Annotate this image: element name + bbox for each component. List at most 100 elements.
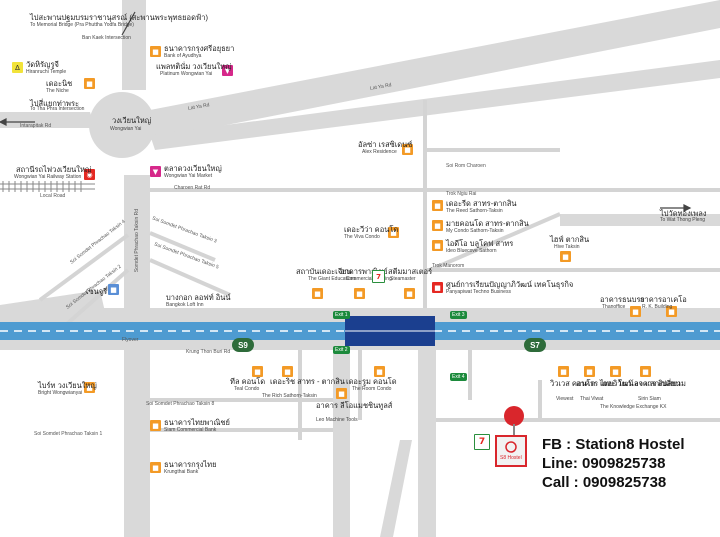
seven-eleven-icon: 7 bbox=[372, 270, 385, 283]
station-s7[interactable]: S7 bbox=[524, 338, 546, 352]
scb-icon: ■ bbox=[150, 420, 161, 431]
niche-en: The Niche bbox=[46, 88, 69, 94]
tha-phra-en: To Tha Phra Intersection bbox=[30, 106, 85, 112]
seven-eleven-icon-2: 7 bbox=[474, 434, 490, 450]
niche-th: เดอะนิช bbox=[46, 79, 73, 88]
memorial-bridge-label-th: ไปสะพานปฐมบรมราชานุสรณ์ (สะพานพระพุทธยอด… bbox=[30, 13, 208, 22]
tyre-icon: ■ bbox=[584, 366, 595, 377]
sirin-icon: ■ bbox=[640, 366, 651, 377]
alex-en: Alex Residence bbox=[362, 149, 397, 155]
cn-th: เซนจูรี่ bbox=[86, 287, 108, 296]
viewest-icon: ■ bbox=[558, 366, 569, 377]
rk-en: R. K. Building bbox=[642, 304, 673, 310]
commercial-th: อาคารพาณิชย์ bbox=[340, 267, 388, 276]
facebook-contact: FB : Station8 Hostel bbox=[542, 436, 685, 453]
trok-ngiu-label: Trok Ngiu Rai bbox=[446, 191, 477, 197]
bangkok-loft-th: บางกอก ลอฟท์ อินน์ bbox=[166, 293, 231, 302]
viva-en: The Viva Condo bbox=[344, 234, 380, 240]
alex-icon: ■ bbox=[402, 144, 413, 155]
bank-ayudhya-th: ธนาคารกรุงศรีอยุธยา bbox=[164, 44, 235, 53]
krung-thon-buri-label: Krung Thon Buri Rd bbox=[186, 349, 231, 355]
platinum-en: Platinum Wongwian Yai bbox=[160, 71, 213, 77]
bright-th: ไบร์ท วงเวียนใหญ่ bbox=[38, 381, 97, 390]
manorom-label: Trok Manorom bbox=[432, 263, 465, 269]
ideo-th: ไอดีโอ บลูโคฟ สาทร bbox=[446, 239, 514, 248]
exit-4[interactable]: Exit 4 bbox=[450, 373, 467, 381]
line-contact: Line: 0909825738 bbox=[542, 455, 666, 472]
ideo-icon: ■ bbox=[432, 240, 443, 251]
platinum-th: แพลทตินั่ม วงเวียนใหญ่ bbox=[156, 62, 232, 71]
hive-th: ไฮฟ์ ตากสิน bbox=[550, 235, 590, 244]
tha-phra-th: ไปสี่แยกท่าพระ bbox=[30, 99, 80, 108]
wat-thong-en: To Wat Thong Pleng bbox=[660, 217, 706, 223]
ban-khaek-label: Ban Kaek Intersection bbox=[82, 35, 131, 41]
viva-icon: ■ bbox=[388, 227, 399, 238]
station-s9[interactable]: S9 bbox=[232, 338, 254, 352]
railway-en: Wongwian Yai Railway Station bbox=[14, 174, 82, 180]
thanoffice-en: Thanoffice bbox=[602, 304, 626, 310]
circle-th: วงเวียนใหญ่ bbox=[112, 116, 152, 125]
hostel-pin-icon[interactable] bbox=[494, 404, 530, 468]
room-th: เดอะรูม คอนโด bbox=[346, 377, 397, 386]
giant-th: สถาบันเดอะเจียน bbox=[296, 267, 352, 276]
steamaster-en: Steamaster bbox=[390, 276, 416, 282]
lm-th: อาคาร ลีโอแมชชินทูลส์ bbox=[316, 401, 393, 410]
scb-th: ธนาคารไทยพาณิชย์ bbox=[164, 418, 230, 427]
exit-2[interactable]: Exit 2 bbox=[333, 346, 350, 354]
alex-th: อัลซ่า เรสซิเดนซ์ bbox=[358, 140, 413, 149]
tyre-th: อาคาร ไทยวิวัฒน์ bbox=[576, 379, 634, 388]
exit-1[interactable]: Exit 1 bbox=[333, 311, 350, 319]
bangkok-loft-en: Bangkok Loft Inn bbox=[166, 302, 204, 308]
hive-en: Hive Taksin bbox=[554, 244, 580, 250]
knowledge-th: เดอะ โนว์เลจ แลกเปลี่ยน bbox=[600, 379, 681, 388]
hostel-pin-label: S8 Hostel bbox=[500, 455, 522, 461]
viewest-th: วิวเวส คอนโด bbox=[550, 379, 596, 388]
bright-en: Bright Wongwianyai bbox=[38, 390, 83, 396]
rich-en: The Rich Sathorn-Taksin bbox=[262, 393, 317, 399]
my-condo-th: มายคอนโด สาทร-ตากสิน bbox=[446, 219, 529, 228]
rk-icon: ■ bbox=[666, 306, 677, 317]
hive-icon: ■ bbox=[560, 251, 571, 262]
market-en: Wongwian Yai Market bbox=[164, 173, 213, 179]
krungthai-icon: ■ bbox=[150, 462, 161, 473]
call-contact: Call : 0909825738 bbox=[542, 474, 667, 491]
school-icon: ■ bbox=[432, 282, 443, 293]
hiranruchi-en: Hiranruchi Temple bbox=[26, 69, 67, 75]
memorial-bridge-label-en: To Memorial Bridge (Pra Phuttha Yodfa Br… bbox=[30, 22, 134, 28]
somdet-1-label: Soi Somdet Phrachao Taksin 1 bbox=[34, 431, 103, 437]
shopping-icon: ▼ bbox=[222, 65, 233, 76]
scb-en: Siam Commercial Bank bbox=[164, 427, 217, 433]
hotel-icon: ■ bbox=[108, 284, 119, 295]
thanoffice-icon: ■ bbox=[630, 306, 641, 317]
teal-icon: ■ bbox=[252, 366, 263, 377]
bank-ayudhya-en: Bank of Ayudhya bbox=[164, 53, 202, 59]
teal-en: Teal Condo bbox=[234, 386, 260, 392]
rich-th: เดอะริช สาทร - ตากสิน bbox=[270, 377, 345, 386]
giant-en: The Giant Educations bbox=[308, 276, 357, 282]
tyre-en: Thai Viwat bbox=[580, 396, 604, 402]
my-condo-icon: ■ bbox=[432, 220, 443, 231]
reed-en: The Reed Sathorn-Taksin bbox=[446, 208, 503, 214]
market-icon: ▼ bbox=[150, 166, 161, 177]
bank-icon: ■ bbox=[150, 46, 161, 57]
exit-3[interactable]: Exit 3 bbox=[450, 311, 467, 319]
building-icon: ■ bbox=[84, 78, 95, 89]
knowledge-icon: ■ bbox=[610, 366, 621, 377]
sirin-th: อาคาร สินสยาม bbox=[634, 379, 686, 388]
panyapiwat-th: ศูนย์การเรียนปัญญาภิวัฒน์ เทคโนธุรกิจ bbox=[446, 280, 574, 289]
train-icon: ◉ bbox=[84, 169, 95, 180]
circle-en: Wongwian Yai bbox=[110, 126, 142, 132]
wat-thong-th: ไปวัดทองเพลง bbox=[660, 209, 707, 218]
local-road-label: Local Road bbox=[40, 193, 66, 199]
giant-icon: ■ bbox=[312, 288, 323, 299]
railway-th: สถานีรถไฟวงเวียนใหญ่ bbox=[16, 165, 92, 174]
commercial-icon: ■ bbox=[354, 288, 365, 299]
knowledge-en: The Knowledge Exchange KX bbox=[600, 404, 667, 410]
panyapiwat-en: Panyapiwat Techno Business bbox=[446, 289, 511, 295]
bright-icon: ■ bbox=[84, 382, 95, 393]
taksin-rd-label: Somdet Phrachao Taksin Rd bbox=[134, 208, 141, 273]
my-condo-en: My Condo Sathorn-Taksin bbox=[446, 228, 504, 234]
krungthai-th: ธนาคารกรุงไทย bbox=[164, 460, 217, 469]
sirin-en: Sirin Siam bbox=[638, 396, 661, 402]
